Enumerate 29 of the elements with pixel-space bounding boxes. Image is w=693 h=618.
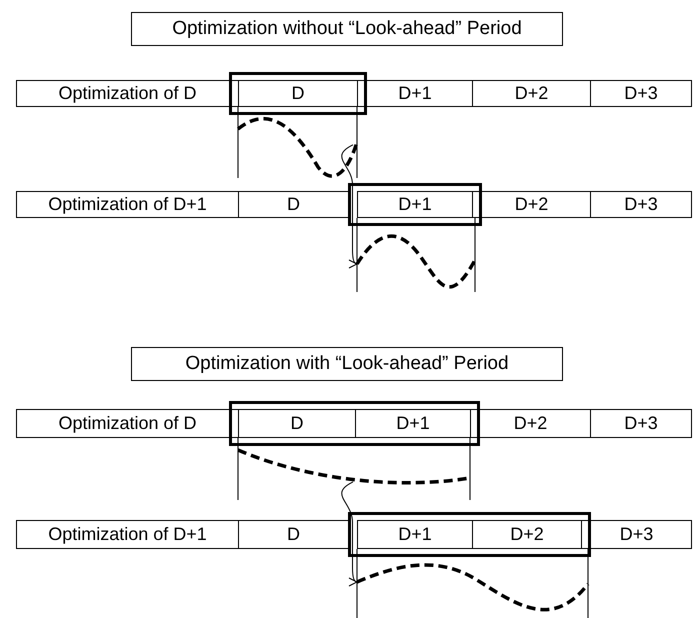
day-cell: D+2 bbox=[472, 80, 591, 107]
day-cell: D+1 bbox=[357, 520, 473, 549]
curved-arrow bbox=[341, 481, 358, 586]
day-cell: D bbox=[238, 409, 356, 438]
title-box: Optimization with “Look-ahead” Period bbox=[131, 347, 563, 381]
day-cell: D+3 bbox=[590, 409, 692, 438]
day-cell: D bbox=[238, 520, 349, 549]
row-label-cell: Optimization of D+1 bbox=[16, 191, 239, 218]
highlight-frame bbox=[229, 72, 367, 115]
row-label-cell: Optimization of D+1 bbox=[16, 520, 239, 549]
highlight-frame bbox=[348, 183, 482, 226]
day-cell: D+2 bbox=[470, 409, 591, 438]
day-cell: D+3 bbox=[590, 191, 692, 218]
title-box: Optimization without “Look-ahead” Period bbox=[131, 12, 563, 46]
day-cell: D+1 bbox=[357, 191, 473, 218]
day-cell: D+2 bbox=[472, 191, 591, 218]
day-cell: D+1 bbox=[357, 80, 473, 107]
highlight-frame bbox=[348, 512, 591, 557]
day-cell: D+3 bbox=[581, 520, 692, 549]
highlight-frame bbox=[229, 401, 480, 446]
day-cell: D+2 bbox=[472, 520, 582, 549]
row-label-cell: Optimization of D bbox=[16, 409, 239, 438]
row-label-cell: Optimization of D bbox=[16, 80, 239, 107]
day-cell: D+1 bbox=[355, 409, 471, 438]
curved-arrow bbox=[341, 144, 358, 268]
day-cell: D bbox=[238, 191, 349, 218]
dashed-curve bbox=[238, 117, 357, 179]
day-cell: D+3 bbox=[590, 80, 692, 107]
day-cell: D bbox=[238, 80, 358, 107]
